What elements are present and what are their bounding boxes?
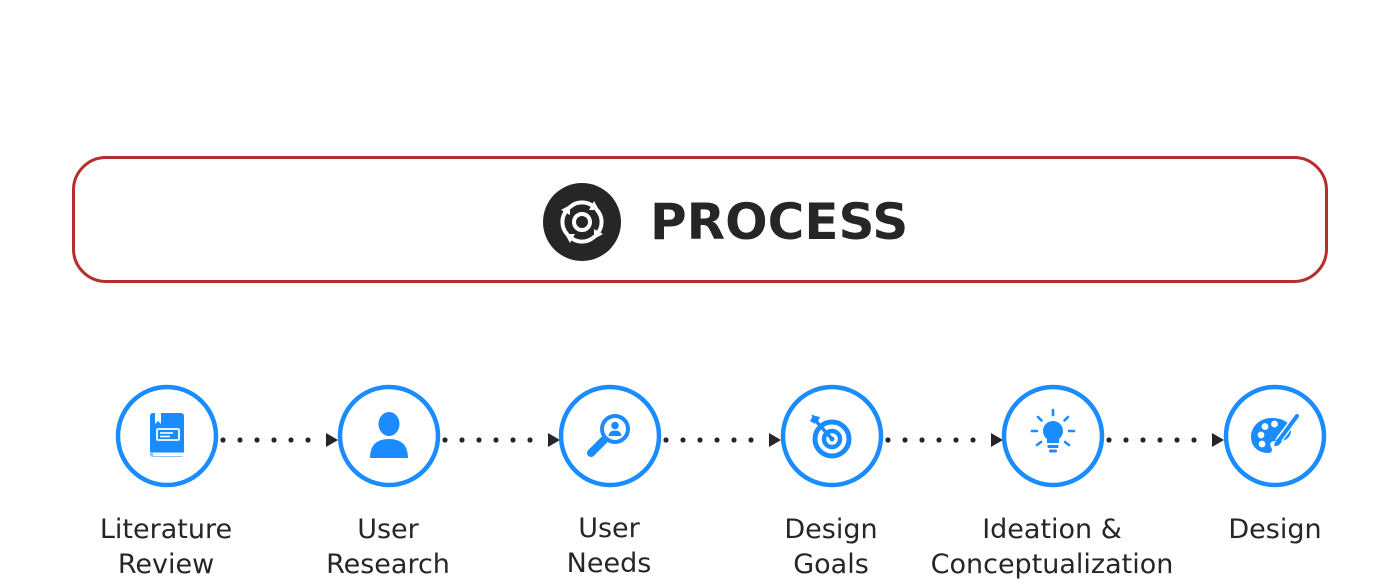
step-label-user-needs: User Needs bbox=[566, 513, 652, 579]
connector-5 bbox=[1106, 433, 1224, 447]
book-icon bbox=[115, 384, 219, 488]
connector-1 bbox=[220, 433, 338, 447]
connector-4 bbox=[885, 433, 1003, 447]
connector-2 bbox=[442, 433, 560, 447]
process-header-box bbox=[72, 156, 1328, 283]
page-title: PROCESS bbox=[650, 193, 909, 251]
user-icon bbox=[337, 384, 441, 488]
step-label-user-research: User Research bbox=[326, 514, 450, 580]
step-label-design: Design bbox=[1228, 514, 1322, 545]
magnifier-user-icon bbox=[558, 384, 662, 488]
step-label-ideation-conceptualization: Ideation & Conceptualization bbox=[930, 514, 1174, 580]
step-label-design-goals: Design Goals bbox=[784, 514, 878, 580]
target-icon bbox=[780, 384, 884, 488]
step-label-literature-review: Literature Review bbox=[99, 514, 233, 580]
connector-3 bbox=[663, 433, 781, 447]
cycle-arrows-icon bbox=[543, 183, 621, 261]
lightbulb-icon bbox=[1001, 384, 1105, 488]
palette-icon bbox=[1223, 384, 1327, 488]
